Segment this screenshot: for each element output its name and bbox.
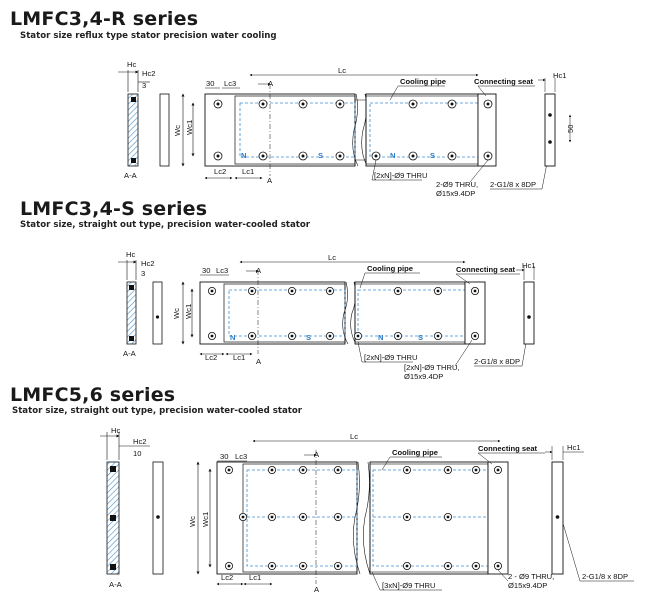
note-pipe-s: 2-G1/8 x 8DP bbox=[474, 357, 520, 366]
section-a-bottom-56: A bbox=[314, 585, 320, 594]
plate-left-56: Wc Wc1 30 Lc3 A Lc bbox=[188, 432, 501, 594]
drawing-s: Hc Hc2 3 A-A Wc Wc1 N S 30 bbox=[118, 250, 536, 381]
dim-wc1-56: Wc1 bbox=[201, 512, 210, 527]
dim-hc1-s: Hc1 bbox=[522, 261, 536, 270]
dim-30-56: 30 bbox=[220, 452, 228, 461]
dim-wc-56: Wc bbox=[188, 516, 197, 527]
note-holes2-r: Ø15x9.4DP bbox=[436, 189, 475, 198]
dim-hc-s: Hc bbox=[126, 250, 135, 259]
side-view-r: Hc1 50 bbox=[538, 71, 575, 167]
dim-wc1-r: Wc1 bbox=[185, 120, 194, 135]
dim-lc-56: Lc bbox=[350, 432, 358, 441]
section-view-56: Hc Hc2 10 A-A bbox=[100, 426, 164, 589]
dim-hc-r: Hc bbox=[127, 60, 136, 69]
dim-lc2-s: Lc2 bbox=[205, 353, 217, 362]
section-view-r: Hc Hc2 3 A-A bbox=[118, 60, 170, 180]
pole-s-r: S bbox=[318, 151, 323, 160]
plate-left-s: Wc Wc1 N S 30 Lc3 A Lc Lc2 bbox=[172, 253, 466, 366]
dim-lc1-56: Lc1 bbox=[249, 573, 261, 582]
label-aa-r: A-A bbox=[124, 171, 138, 180]
label-cooling-pipe-56: Cooling pipe bbox=[392, 448, 438, 457]
section-view-s: Hc Hc2 3 A-A bbox=[118, 250, 163, 358]
pole-n-s: N bbox=[230, 333, 235, 342]
note-thru-r: [2xN]-Ø9 THRU bbox=[374, 171, 427, 180]
drawing-56: Hc Hc2 10 A-A Wc Wc1 bbox=[100, 426, 634, 594]
pole-s-s: S bbox=[306, 333, 311, 342]
side-view-56: Hc1 bbox=[545, 443, 584, 575]
dim-lc3-s: Lc3 bbox=[216, 266, 228, 275]
note-holes1-s: [2xN]-Ø9 THRU, bbox=[404, 363, 460, 372]
dim-hc1-r: Hc1 bbox=[553, 71, 567, 80]
label-aa-s: A-A bbox=[123, 349, 137, 358]
dim-hc-56: Hc bbox=[111, 426, 120, 435]
pole-n2-s: N bbox=[378, 333, 383, 342]
dim-lc2-56: Lc2 bbox=[221, 573, 233, 582]
note-holes2-s: Ø15x9.4DP bbox=[404, 372, 443, 381]
section-a-bottom-r: A bbox=[267, 176, 273, 185]
dim-lc3-56: Lc3 bbox=[235, 452, 247, 461]
section-title-s: LMFC3,4-S series bbox=[20, 198, 208, 220]
dim-wc-r: Wc bbox=[173, 125, 182, 136]
dim-hc2-value-s: 3 bbox=[141, 269, 145, 278]
plate-right-56: Cooling pipe Connecting seat [3xN]-Ø9 TH… bbox=[369, 444, 634, 591]
label-connecting-seat-56: Connecting seat bbox=[478, 444, 538, 453]
dim-lc1-s: Lc1 bbox=[233, 353, 245, 362]
label-aa-56: A-A bbox=[109, 580, 123, 589]
dim-30-r: 30 bbox=[206, 79, 214, 88]
note-thru-s: [2xN]-Ø9 THRU bbox=[364, 353, 417, 362]
dim-30-s: 30 bbox=[202, 266, 210, 275]
label-connecting-seat-r: Connecting seat bbox=[474, 77, 534, 86]
dim-wc-s: Wc bbox=[172, 308, 181, 319]
pole-n-r: N bbox=[241, 151, 246, 160]
note-thru-56: [3xN]-Ø9 THRU bbox=[382, 581, 435, 590]
note-pipe-56: 2-G1/8 x 8DP bbox=[582, 572, 628, 581]
section-subtitle-s: Stator size, straight out type, precisio… bbox=[20, 220, 311, 230]
dim-hc2-value-r: 3 bbox=[142, 81, 146, 90]
note-holes1-56: 2 - Ø9 THRU, bbox=[508, 572, 554, 581]
dim-lc-r: Lc bbox=[338, 66, 346, 75]
pole-s2-r: S bbox=[430, 151, 435, 160]
dim-hc1-56: Hc1 bbox=[567, 443, 581, 452]
dim-hc2-s: Hc2 bbox=[141, 259, 155, 268]
plate-right-r: N S Cooling pipe Connecting seat [2xN]-Ø… bbox=[365, 77, 552, 198]
dim-wc1-s: Wc1 bbox=[184, 304, 193, 319]
dim-lc-s: Lc bbox=[328, 253, 336, 262]
dim-lc1-r: Lc1 bbox=[242, 167, 254, 176]
section-a-top-r: A bbox=[268, 79, 274, 88]
section-a-top-56: A bbox=[314, 450, 320, 459]
section-subtitle-r: Stator size reflux type stator precision… bbox=[20, 31, 277, 41]
dim-50-r: 50 bbox=[566, 125, 575, 133]
label-cooling-pipe-s: Cooling pipe bbox=[367, 264, 413, 273]
note-holes1-r: 2-Ø9 THRU, bbox=[436, 180, 478, 189]
dim-lc3-r: Lc3 bbox=[224, 79, 236, 88]
label-cooling-pipe-r: Cooling pipe bbox=[400, 77, 446, 86]
dim-lc2-r: Lc2 bbox=[214, 167, 226, 176]
pole-s2-s: S bbox=[418, 333, 423, 342]
drawing-r: Hc Hc2 3 A-A Wc Wc1 N S bbox=[118, 60, 575, 198]
section-a-top-s: A bbox=[256, 266, 262, 275]
dim-hc2-56: Hc2 bbox=[133, 437, 147, 446]
plate-left-r: Wc Wc1 N S 30 Lc3 A Lc bbox=[173, 66, 479, 185]
dim-hc2-r: Hc2 bbox=[142, 69, 156, 78]
label-connecting-seat-s: Connecting seat bbox=[456, 265, 516, 274]
section-a-bottom-s: A bbox=[256, 357, 262, 366]
plate-right-s: N S Cooling pipe Connecting seat [2xN]-Ø… bbox=[353, 264, 531, 381]
section-subtitle-56: Stator size, straight out type, precisio… bbox=[12, 406, 303, 416]
note-pipe-r: 2-G1/8 x 8DP bbox=[490, 180, 536, 189]
dim-hc2-value-56: 10 bbox=[133, 449, 141, 458]
section-title-56: LMFC5,6 series bbox=[10, 384, 176, 406]
section-title-r: LMFC3,4-R series bbox=[10, 8, 199, 30]
pole-n2-r: N bbox=[390, 151, 395, 160]
side-view-s: Hc1 bbox=[516, 261, 536, 345]
note-holes2-56: Ø15x9.4DP bbox=[508, 581, 547, 590]
